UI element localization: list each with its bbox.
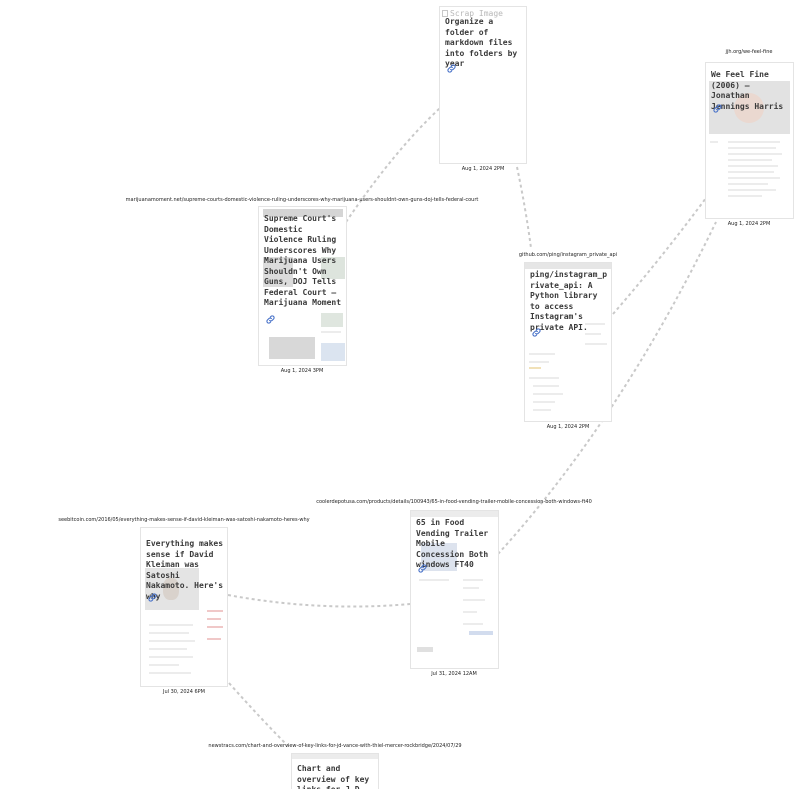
page-screenshot	[411, 511, 498, 668]
card-kleiman[interactable]: Everything makes sense if David Kleiman …	[140, 527, 228, 687]
page-screenshot	[141, 528, 227, 686]
card-date: Aug 1, 2024 2PM	[546, 424, 590, 430]
card-url[interactable]: coolerdepotusa.com/products/details/1009…	[316, 499, 592, 505]
card-url[interactable]: jjh.org/we-feel-fine	[725, 49, 773, 55]
scrap-image-label: Scrap Image	[450, 9, 503, 18]
card-folder-note[interactable]: Scrap Image Organize a folder of markdow…	[439, 6, 527, 164]
card-date: Aug 1, 2024 2PM	[461, 166, 505, 172]
card-newstracs[interactable]: Chart and overview of key links for J.D.	[291, 753, 379, 789]
card-marijuana[interactable]: Supreme Court's Domestic Violence Ruling…	[258, 206, 347, 366]
card-instagram[interactable]: ping/instagram_private_api: A Python lib…	[524, 262, 612, 422]
card-wefeelfine[interactable]: We Feel Fine (2006) — Jonathan Jennings …	[705, 62, 794, 219]
broken-image-icon	[442, 10, 448, 17]
connector-kleiman-newstracs	[228, 682, 291, 749]
link-icon[interactable]	[417, 563, 428, 574]
link-icon[interactable]	[446, 63, 457, 74]
page-screenshot	[706, 63, 793, 218]
connector-instagram-wefeelfine	[612, 197, 707, 315]
card-title: Organize a folder of markdown files into…	[445, 17, 518, 68]
link-icon[interactable]	[712, 103, 723, 114]
page-screenshot	[292, 754, 378, 789]
card-date: Jul 30, 2024 6PM	[163, 689, 205, 695]
card-url[interactable]: newstracs.com/chart-and-overview-of-key-…	[208, 743, 462, 749]
card-url[interactable]: seebitcoin.com/2016/05/everything-makes-…	[58, 517, 310, 523]
page-screenshot	[259, 207, 346, 365]
card-vending[interactable]: 65 in Food Vending Trailer Mobile Conces…	[410, 510, 499, 669]
connector-vending-wefeelfine	[497, 221, 717, 555]
link-icon[interactable]	[531, 327, 542, 338]
connector-kleiman-vending	[227, 594, 411, 608]
card-title: Supreme Court's Domestic Violence Ruling…	[264, 214, 342, 307]
card-date: Aug 1, 2024 3PM	[280, 368, 324, 374]
card-title: We Feel Fine (2006) — Jonathan Jennings …	[711, 70, 784, 111]
page-screenshot	[525, 263, 611, 421]
connector-folder-instagram	[516, 166, 532, 249]
link-icon[interactable]	[265, 314, 276, 325]
card-title: Chart and overview of key links for J.D.	[297, 764, 370, 789]
link-icon[interactable]	[147, 592, 158, 603]
card-date: Jul 31, 2024 12AM	[431, 671, 477, 677]
card-url[interactable]: github.com/ping/instagram_private_api	[518, 252, 618, 258]
card-url[interactable]: marijuanamoment.net/supreme-courts-domes…	[125, 197, 479, 203]
card-title: 65 in Food Vending Trailer Mobile Conces…	[416, 518, 489, 569]
card-date: Aug 1, 2024 2PM	[727, 221, 771, 227]
connector-marijuana-folder	[345, 107, 441, 223]
card-title: ping/instagram_private_api: A Python lib…	[530, 270, 608, 332]
